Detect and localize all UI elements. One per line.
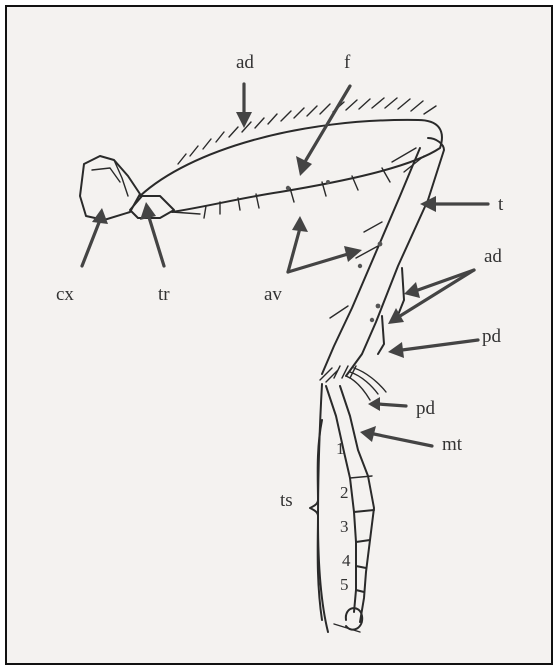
label-tr: tr	[158, 284, 170, 305]
tarsal-number-1: 1	[336, 439, 345, 458]
tarsal-number-3: 3	[340, 517, 349, 536]
label-ts: ts	[280, 490, 293, 511]
figure-frame	[6, 6, 552, 664]
label-pd-upper: pd	[482, 326, 502, 347]
label-ad-right: ad	[484, 246, 502, 267]
label-cx: cx	[56, 284, 74, 305]
tarsal-number-5: 5	[340, 575, 349, 594]
tarsal-number-4: 4	[342, 551, 351, 570]
tarsal-number-2: 2	[340, 483, 349, 502]
label-ad-top: ad	[236, 52, 254, 73]
label-pd-lower: pd	[416, 398, 436, 419]
label-av: av	[264, 284, 282, 305]
label-t: t	[498, 194, 504, 215]
label-mt: mt	[442, 434, 463, 455]
label-f: f	[344, 52, 351, 73]
